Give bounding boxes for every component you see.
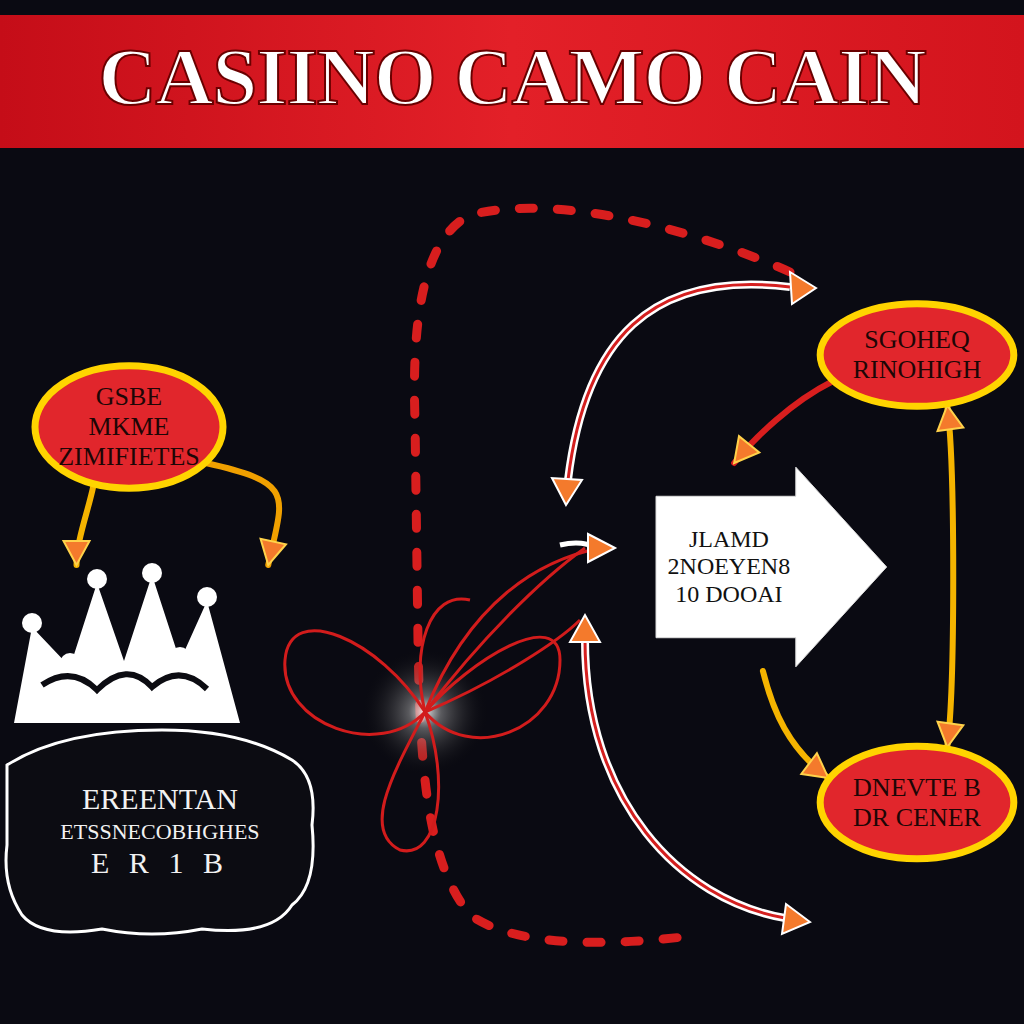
diagram-title: CASIINO CAMO CAIN	[0, 22, 1024, 132]
node-text: JLAMD 2NOEYEN8 10 DOOAI	[662, 526, 795, 609]
node-text: ETSSNECOBHGHES	[60, 819, 259, 844]
ribbon-loops	[285, 548, 600, 851]
connector	[207, 463, 286, 565]
cloud-outline	[2, 565, 318, 940]
node-text: EREENTAN	[60, 782, 259, 817]
curved-arrows	[552, 272, 816, 934]
connector	[734, 382, 832, 463]
oval-node: GSBE MKME ZIMIFIETES	[29, 359, 229, 495]
node-text: DNEVTE B DR CENER	[839, 773, 996, 833]
arrow-head	[801, 753, 828, 778]
connector-line	[734, 382, 832, 463]
arrow-head	[938, 722, 964, 748]
connector	[938, 405, 964, 747]
node-text: SGOHEQ RINOHIGH	[839, 325, 996, 385]
oval-node: DNEVTE B DR CENER	[814, 740, 1020, 865]
node-text: E R 1 B	[60, 846, 259, 881]
arrow-head	[938, 405, 964, 431]
connector	[763, 671, 828, 778]
connector-line	[763, 671, 828, 778]
connector	[64, 486, 94, 565]
arrow-head	[261, 539, 286, 565]
arrow-head	[64, 541, 90, 565]
crown-cloud-node: EREENTANETSSNECOBHGHESE R 1 B	[2, 565, 318, 940]
arrow-head	[734, 436, 759, 463]
arrow-box: JLAMD 2NOEYEN8 10 DOOAI	[656, 463, 889, 671]
oval-node: SGOHEQ RINOHIGH	[814, 298, 1020, 412]
connector-line	[947, 405, 953, 747]
node-text: GSBE MKME ZIMIFIETES	[53, 382, 205, 472]
